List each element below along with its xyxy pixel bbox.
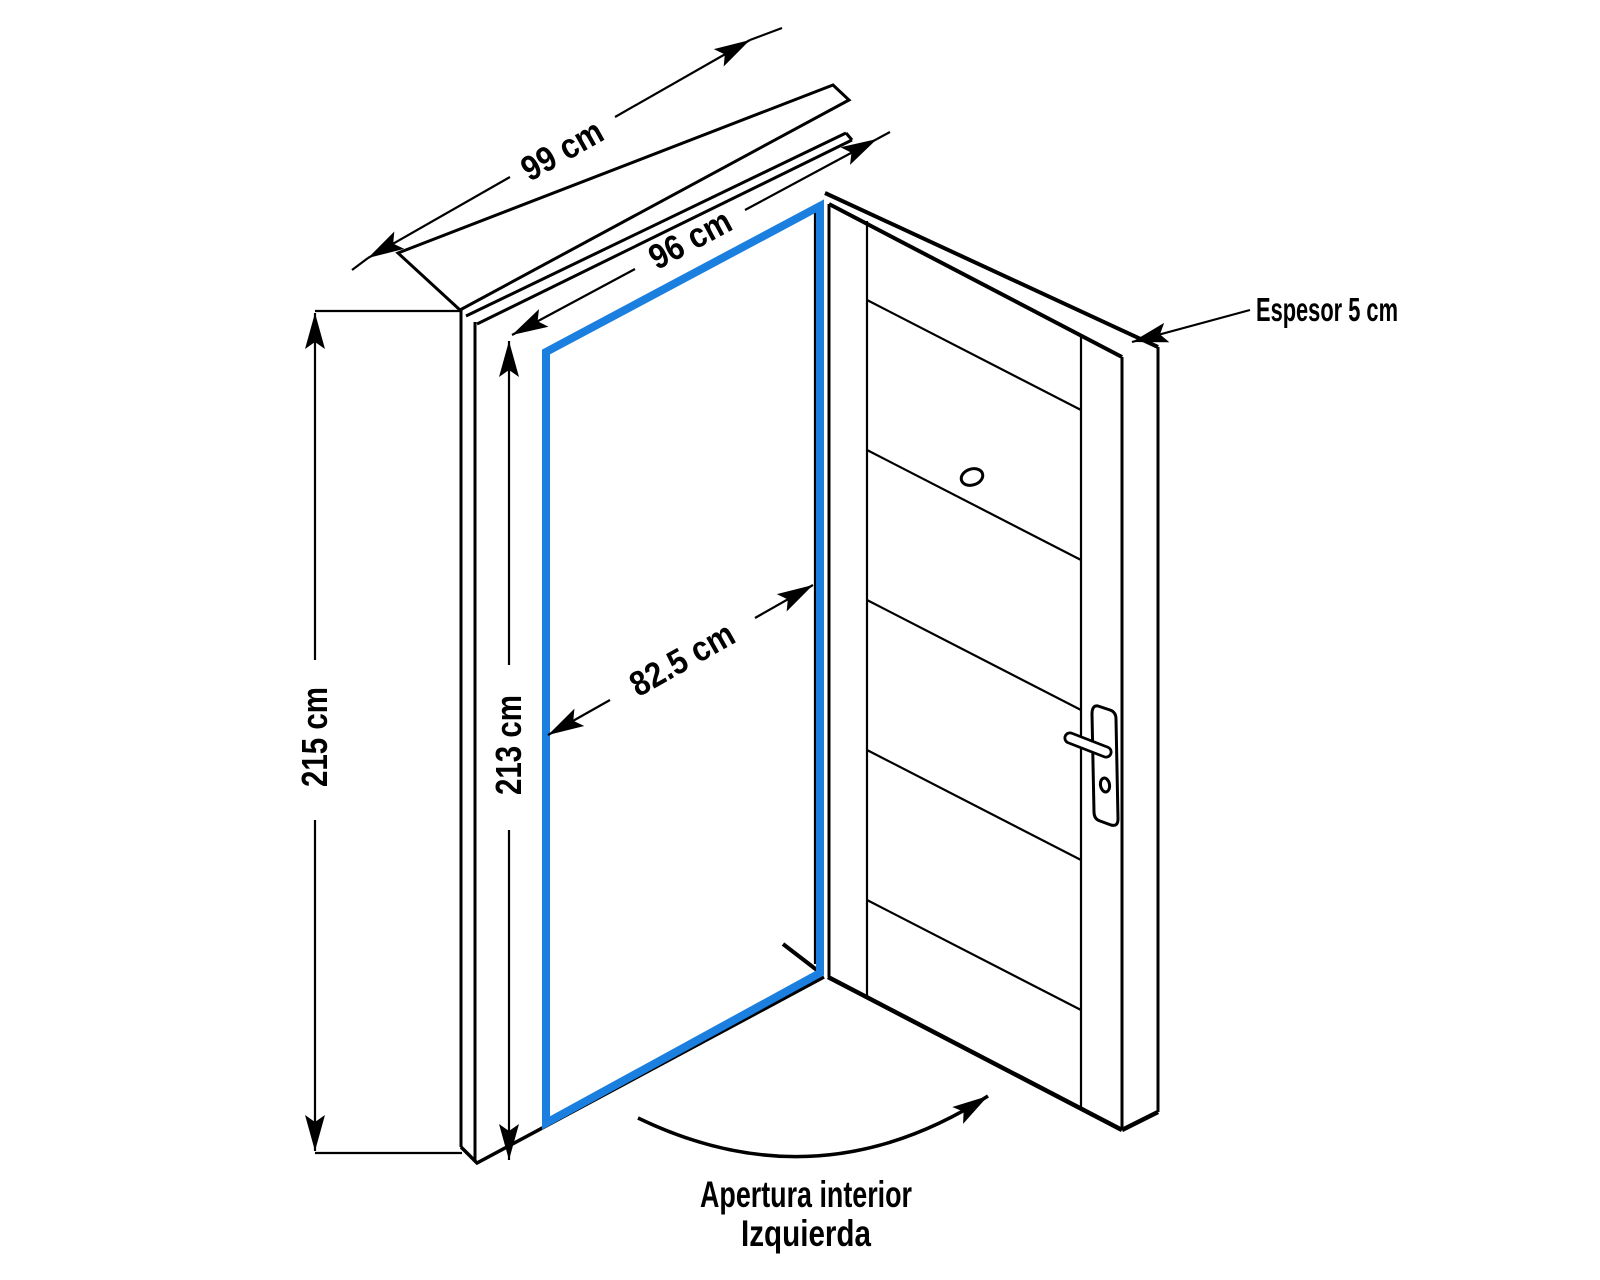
keyhole: [1098, 776, 1112, 794]
casing-sill-edge: [459, 975, 825, 1166]
door-top-back-edge: [824, 191, 1159, 349]
dimension-inner-height: 213 cm: [488, 341, 529, 1160]
opening-direction: Apertura interior Izquierda: [637, 1094, 989, 1254]
opening-direction-arc: [637, 1094, 989, 1159]
casing-head-cap: [844, 132, 854, 141]
door-leaf: [824, 191, 1160, 1133]
frame-seal-outline: [542, 199, 824, 1130]
dimension-outer-height-label: 215 cm: [294, 687, 335, 787]
door-bottom-front-edge: [826, 975, 1124, 1132]
callout-thickness: Espesor 5 cm: [1131, 291, 1398, 344]
dimension-outer-height: 215 cm: [294, 309, 462, 1155]
wall-top-face: [395, 83, 852, 312]
door-bottom-back-edge: [1120, 1109, 1160, 1133]
peephole: [959, 467, 985, 487]
opening-direction-caption-line2: Izquierda: [741, 1213, 871, 1254]
door-frame-casing: [459, 131, 854, 1166]
opening-direction-caption-line1: Apertura interior: [700, 1174, 912, 1215]
callout-thickness-label: Espesor 5 cm: [1256, 291, 1398, 328]
casing-head-front-edge: [476, 138, 853, 326]
casing-head-back-edge: [465, 131, 847, 318]
door-top-front-edge: [828, 202, 1123, 359]
casing-sill-back-corner: [781, 942, 824, 976]
door-groove-lines: [866, 299, 1082, 1011]
lock-plate: [1090, 704, 1120, 827]
door-handle-fill: [1066, 734, 1110, 756]
dimension-inner-height-label: 213 cm: [488, 695, 529, 795]
